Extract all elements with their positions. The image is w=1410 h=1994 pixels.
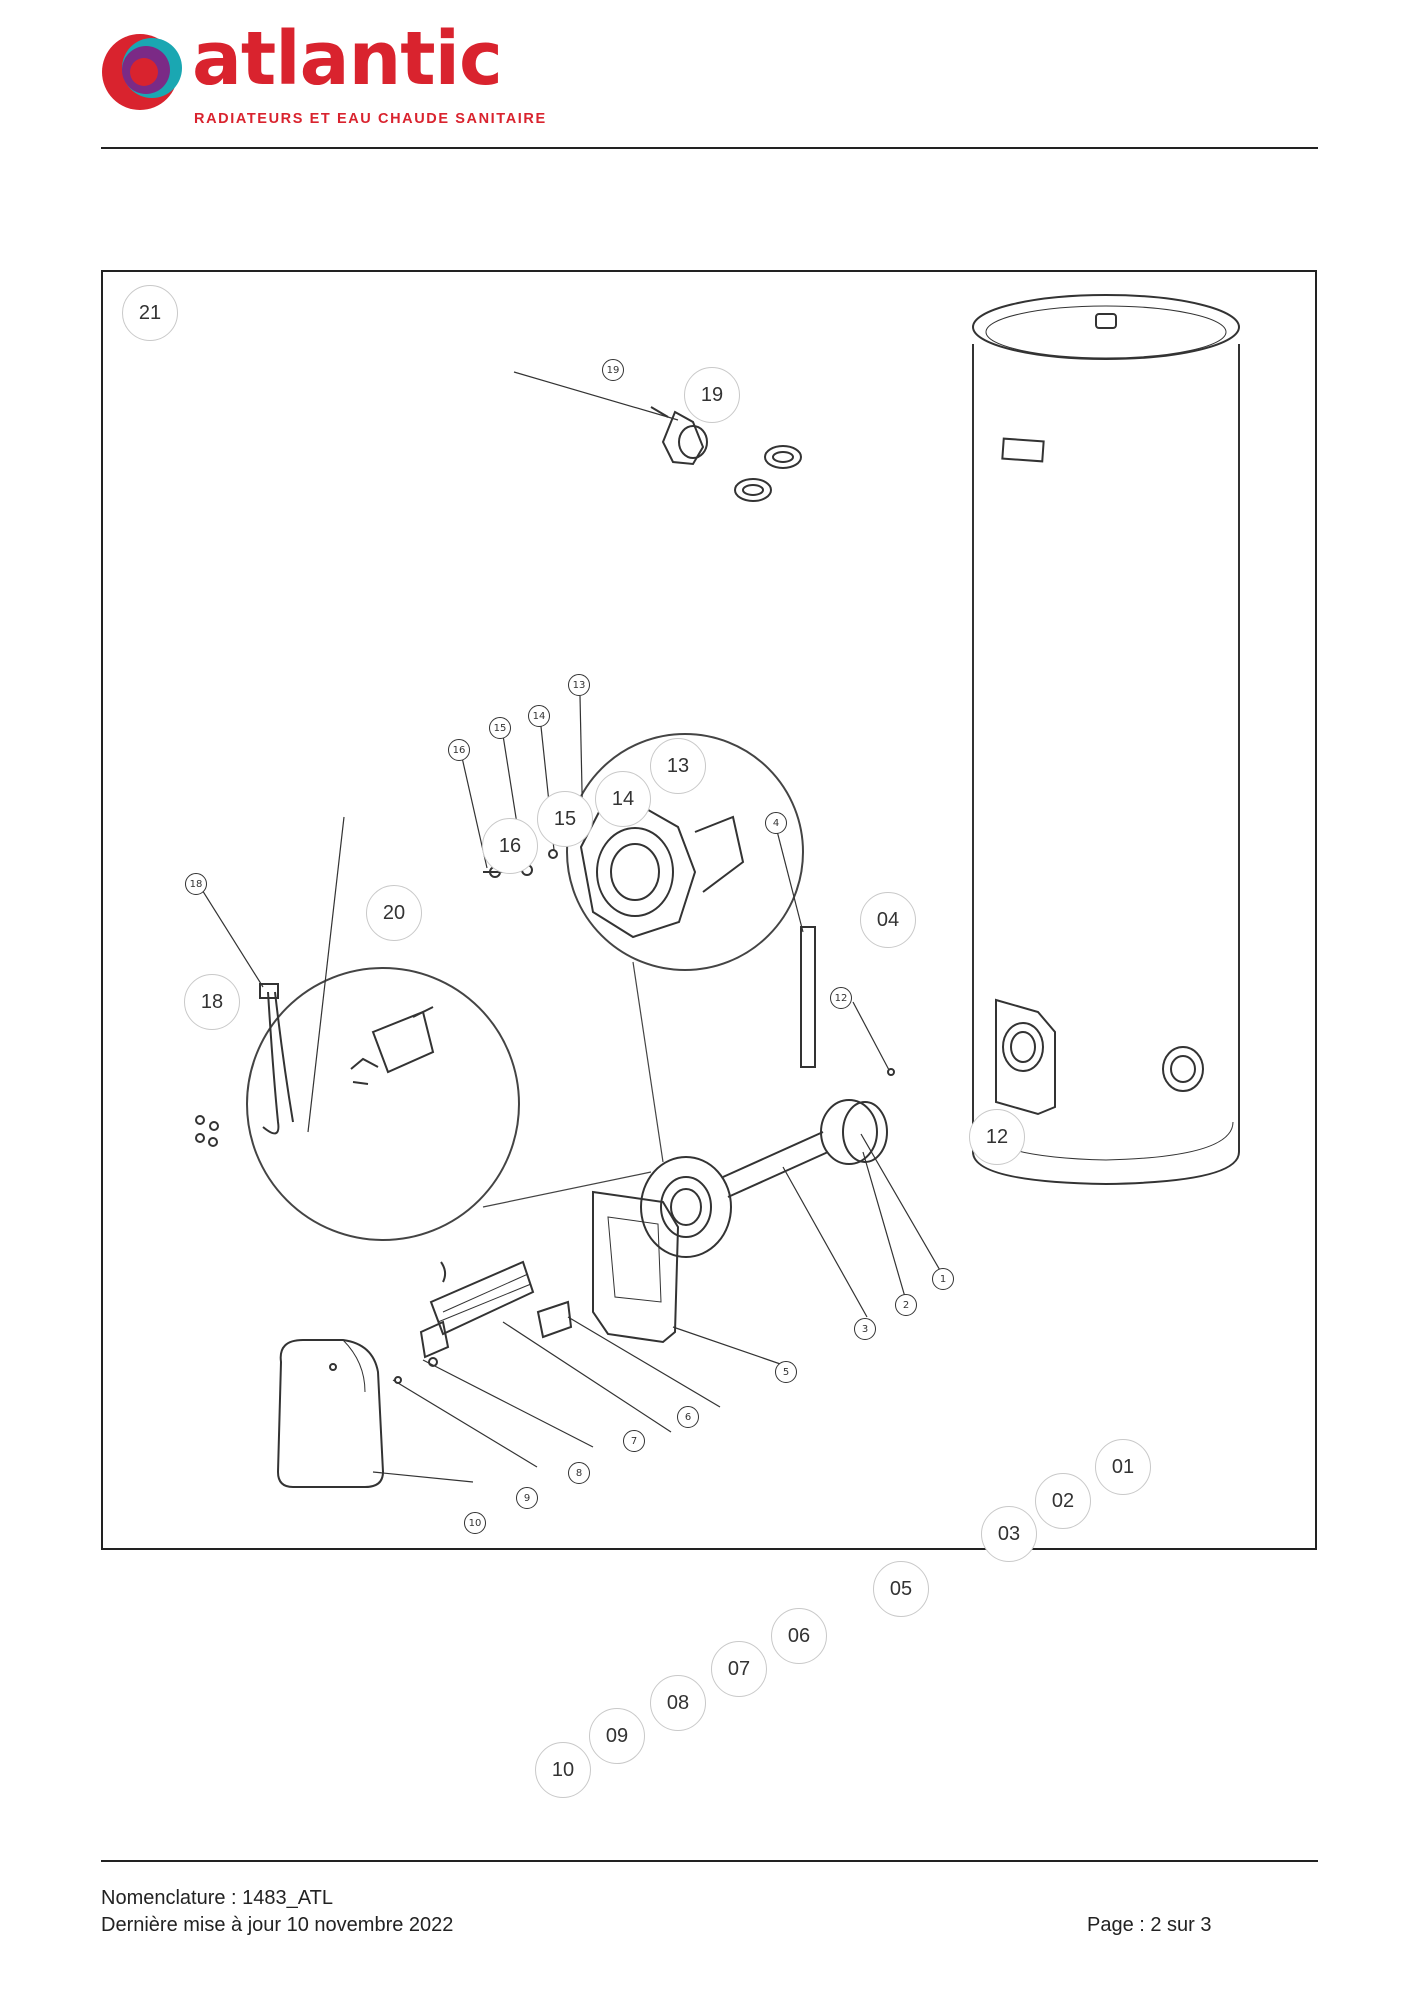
callout-14: 14 [595,771,651,827]
tank-drawing [972,294,1240,1186]
footer-last-update: Dernière mise à jour 10 novembre 2022 [101,1914,454,1936]
callout-21: 21 [122,285,178,341]
leader-label-13: 13 [568,674,590,696]
callout-05: 05 [873,1561,929,1617]
callout-20: 20 [366,885,422,941]
callout-12: 12 [969,1109,1025,1165]
callout-06: 06 [771,1608,827,1664]
leader-label-3: 3 [854,1318,876,1340]
callout-19: 19 [684,367,740,423]
leader-lines [198,371,942,1483]
callout-16: 16 [482,818,538,874]
water-heater-exploded-view [195,294,1240,1488]
detail-circle-element [246,967,520,1241]
fitting-19-drawing [650,406,802,502]
leader-label-4: 4 [765,812,787,834]
leader-label-18: 18 [185,873,207,895]
footer-rule [101,1860,1318,1862]
callout-02: 02 [1035,1473,1091,1529]
callout-10: 10 [535,1742,591,1798]
cover-drawing [276,1339,385,1488]
exploded-diagram-frame: 19 16 15 14 13 4 12 18 1 2 3 5 6 7 8 9 1… [101,270,1317,1550]
leader-label-10: 10 [464,1512,486,1534]
header-rule [101,147,1318,149]
leader-label-2: 2 [895,1294,917,1316]
callout-03: 03 [981,1506,1037,1562]
footer-nomenclature: Nomenclature : 1483_ATL [101,1887,333,1909]
leader-label-14: 14 [528,705,550,727]
leader-label-8: 8 [568,1462,590,1484]
callout-18: 18 [184,974,240,1030]
leader-label-15: 15 [489,717,511,739]
brand-tagline: RADIATEURS ET EAU CHAUDE SANITAIRE [194,111,547,127]
footer-page-number: Page : 2 sur 3 [1087,1914,1212,1936]
detail-circle-flange [566,733,804,971]
callout-13: 13 [650,738,706,794]
callout-08: 08 [650,1675,706,1731]
callout-07: 07 [711,1641,767,1697]
leader-label-1: 1 [932,1268,954,1290]
atlantic-logo: atlantic RADIATEURS ET EAU CHAUDE SANITA… [100,16,545,138]
logo-mark-icon [102,34,182,110]
element-detail-drawing [195,983,435,1147]
callout-09: 09 [589,1708,645,1764]
heating-element-drawing [394,1260,573,1384]
callout-01: 01 [1095,1439,1151,1495]
callout-15: 15 [537,791,593,847]
leader-label-6: 6 [677,1406,699,1428]
central-flange-drawing [640,926,895,1258]
leader-label-7: 7 [623,1430,645,1452]
leader-label-19: 19 [602,359,624,381]
control-box-drawing [592,1190,680,1344]
leader-label-16: 16 [448,739,470,761]
leader-label-12: 12 [830,987,852,1009]
leader-label-5: 5 [775,1361,797,1383]
leader-label-9: 9 [516,1487,538,1509]
callout-04: 04 [860,892,916,948]
brand-name: atlantic [192,16,503,102]
